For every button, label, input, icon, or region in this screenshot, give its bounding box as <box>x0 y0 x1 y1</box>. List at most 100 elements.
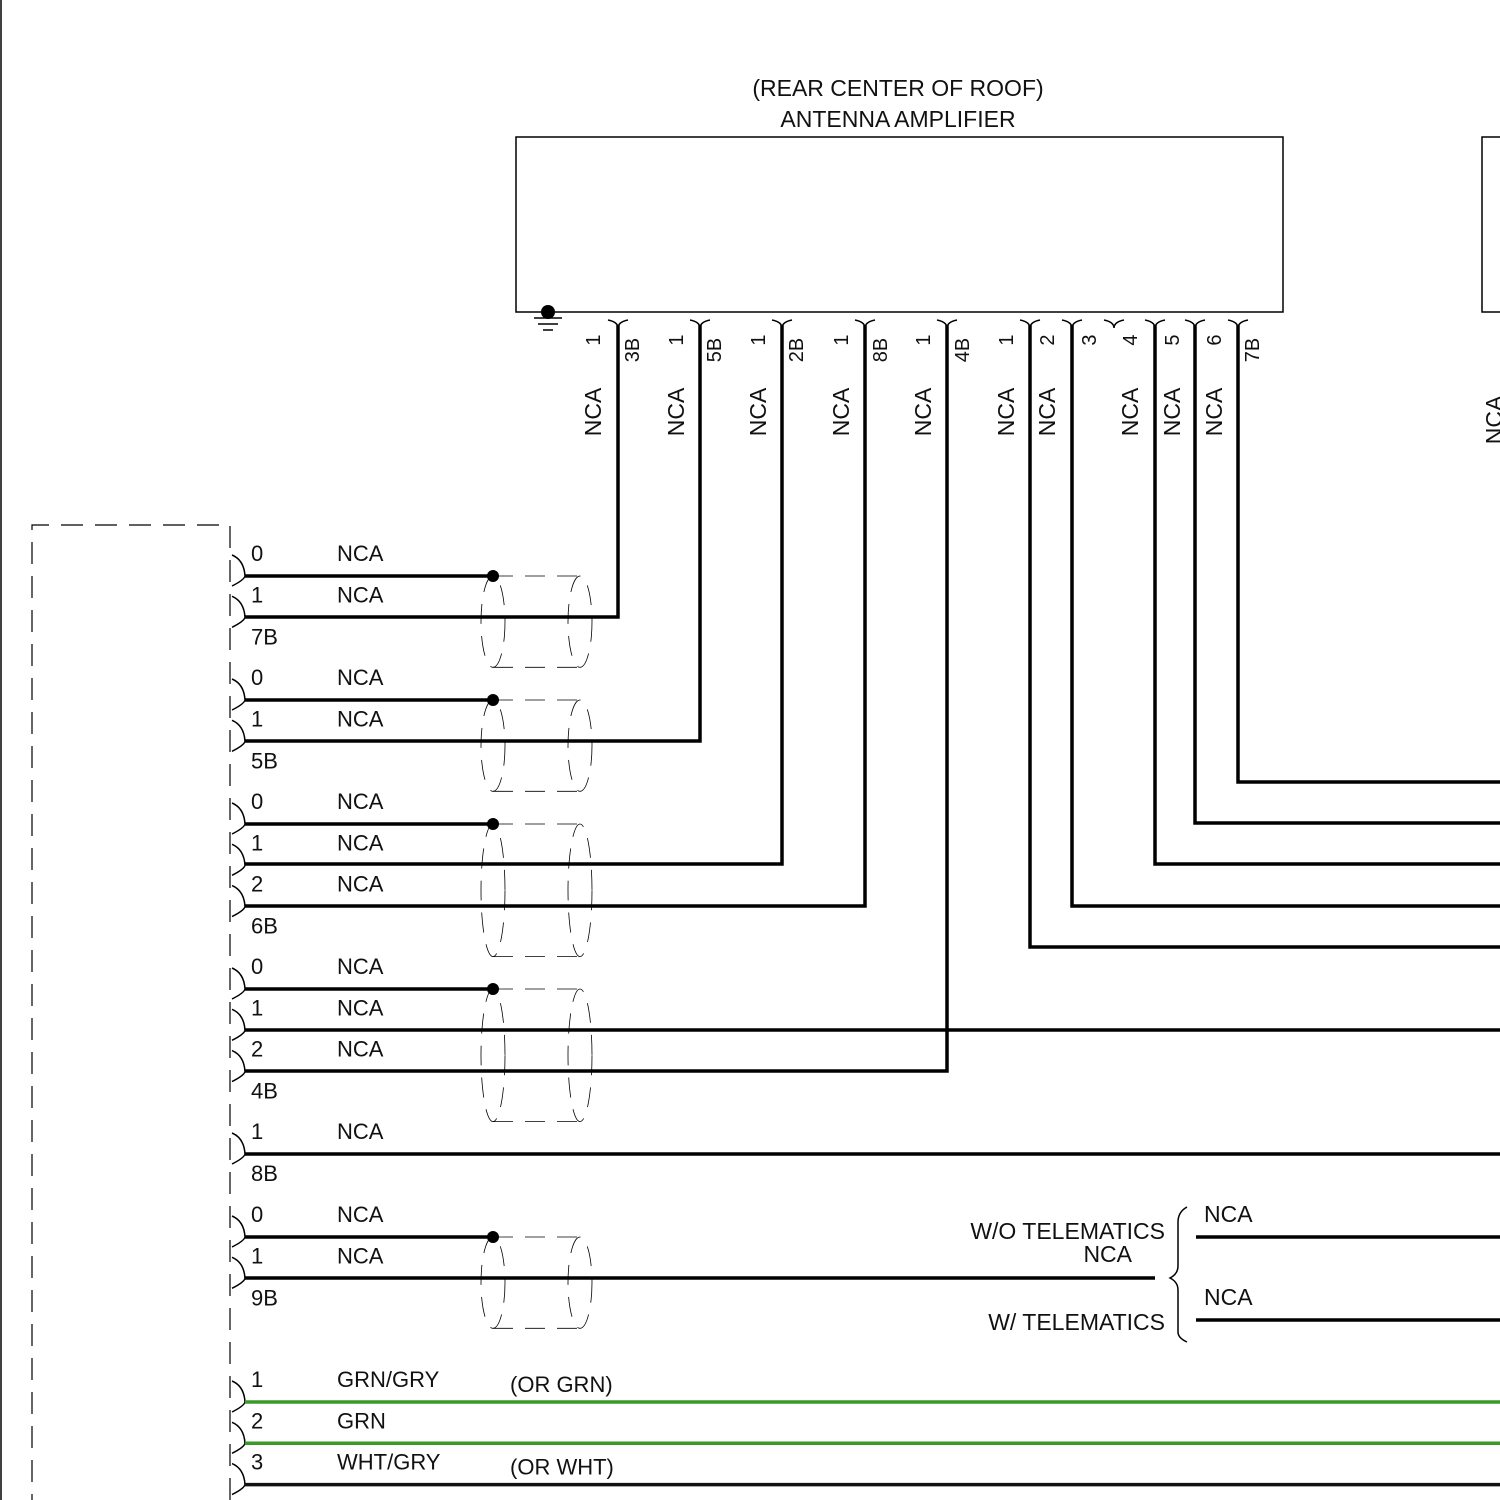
telematics-option-brace <box>1170 1207 1187 1342</box>
connector-pin-number: 1 <box>251 1119 263 1144</box>
amplifier-wire-label: NCA <box>663 387 689 436</box>
connector-wire-label: NCA <box>337 830 384 855</box>
amplifier-pin-number: 5 <box>1162 334 1184 345</box>
connector-terminal-icon <box>232 555 245 586</box>
with-telematics-label: W/ TELEMATICS <box>988 1309 1165 1335</box>
connector-id-label: 7B <box>251 624 278 649</box>
amplifier-pin-number: 2 <box>1037 334 1059 345</box>
amplifier-pin-number: 6 <box>1204 334 1226 345</box>
connector-terminal-icon <box>232 679 245 710</box>
connector-terminal-icon <box>232 844 245 875</box>
connector-pin-number: 0 <box>251 789 263 814</box>
shield-icon <box>568 1237 592 1328</box>
telematics-lower-wire-label: NCA <box>1204 1284 1253 1310</box>
connector-wire-label: NCA <box>337 1119 384 1144</box>
amplifier-wire-label: NCA <box>828 387 854 436</box>
radio-component-boundary <box>32 525 230 1500</box>
ground-icon <box>534 305 562 330</box>
amplifier-wire-label: NCA <box>1201 387 1227 436</box>
amplifier-cavity-label: 3B <box>622 338 644 362</box>
amplifier-wire-label: NCA <box>745 387 771 436</box>
telematics-upper-wire-label: NCA <box>1204 1201 1253 1227</box>
amplifier-wire-label: NCA <box>580 387 606 436</box>
amplifier-location-label: (REAR CENTER OF ROOF) <box>752 75 1043 101</box>
connector-pin-number: 0 <box>251 1202 263 1227</box>
connector-wire-label: NCA <box>337 665 384 690</box>
amplifier-pin-number: 1 <box>748 334 770 345</box>
power-pin-number: 2 <box>251 1408 263 1433</box>
power-wires: 1GRN/GRY(OR GRN)2GRN3WHT/GRY(OR WHT) <box>232 1367 1500 1495</box>
amplifier-cavity-label: 4B <box>952 338 974 362</box>
amplifier-cavity-label: 7B <box>1242 338 1264 362</box>
connector-pin-number: 1 <box>251 995 263 1020</box>
offpage-wire-label: NCA <box>1481 395 1500 444</box>
connector-terminal-icon <box>232 1051 245 1082</box>
connector-terminal-icon <box>232 1464 245 1495</box>
amplifier-wire-label: NCA <box>1159 387 1185 436</box>
connector-group-9b: 0NCA1NCA9B <box>232 1202 592 1328</box>
amplifier-pin-number: 1 <box>583 334 605 345</box>
connector-wire-label: NCA <box>337 1243 384 1268</box>
connector-pin-number: 1 <box>251 1243 263 1268</box>
amplifier-pin-number: 1 <box>913 334 935 345</box>
connector-terminal-icon <box>232 968 245 999</box>
amplifier-pin-number: 1 <box>831 334 853 345</box>
amplifier-pin-number: 1 <box>996 334 1018 345</box>
connector-wire-label: NCA <box>337 954 384 979</box>
amplifier-title: ANTENNA AMPLIFIER <box>780 106 1015 132</box>
connector-terminal-icon <box>232 1257 245 1288</box>
power-pin-number: 1 <box>251 1367 263 1392</box>
connector-wire-label: NCA <box>337 706 384 731</box>
amplifier-wire-label: NCA <box>1117 387 1143 436</box>
connector-wire-label: NCA <box>337 541 384 566</box>
connector-terminal-icon <box>232 1133 245 1164</box>
connector-terminal-icon <box>232 1009 245 1040</box>
connector-terminal-icon <box>232 1422 245 1453</box>
amplifier-wire-label: NCA <box>993 387 1019 436</box>
connector-wire-label: NCA <box>337 872 384 897</box>
connector-terminal-icon <box>232 803 245 834</box>
connector-pin-number: 0 <box>251 665 263 690</box>
connector-id-label: 9B <box>251 1285 278 1310</box>
shield-icon <box>481 989 505 1122</box>
amplifier-pin-number: 4 <box>1120 334 1142 345</box>
connector-id-label: 6B <box>251 914 278 939</box>
antenna-amplifier-box <box>516 137 1283 312</box>
connector-wire-label: NCA <box>337 1037 384 1062</box>
connector-pin-number: 0 <box>251 954 263 979</box>
connector-pin-number: 0 <box>251 541 263 566</box>
without-telematics-label: W/O TELEMATICS <box>970 1218 1165 1244</box>
connector-wire-label: NCA <box>337 789 384 814</box>
amplifier-cavity-label: 2B <box>786 338 808 362</box>
connector-wire-label: NCA <box>337 582 384 607</box>
power-wire-color-label: GRN <box>337 1408 386 1433</box>
shield-icon <box>568 989 592 1122</box>
shield-icon <box>481 700 505 791</box>
power-wire-alt-color-label: (OR GRN) <box>510 1372 613 1397</box>
connector-wire-label: NCA <box>337 995 384 1020</box>
connector-id-label: 5B <box>251 748 278 773</box>
amplifier-pin-number: 3 <box>1079 334 1101 345</box>
shield-icon <box>481 824 505 957</box>
connector-terminal-icon <box>232 720 245 751</box>
amplifier-wire-label: NCA <box>1034 387 1060 436</box>
pin-socket-icon <box>1104 320 1124 328</box>
connector-terminal-icon <box>232 596 245 627</box>
connector-pin-number: 2 <box>251 872 263 897</box>
power-pin-number: 3 <box>251 1450 263 1475</box>
shield-icon <box>568 700 592 791</box>
connector-id-label: 4B <box>251 1079 278 1104</box>
power-wire-color-label: WHT/GRY <box>337 1450 441 1475</box>
amplifier-wire-label: NCA <box>910 387 936 436</box>
without-telematics-wire-label: NCA <box>1083 1241 1132 1267</box>
adjacent-component-box <box>1482 137 1500 312</box>
shield-icon <box>568 824 592 957</box>
connector-id-label: 8B <box>251 1161 278 1186</box>
